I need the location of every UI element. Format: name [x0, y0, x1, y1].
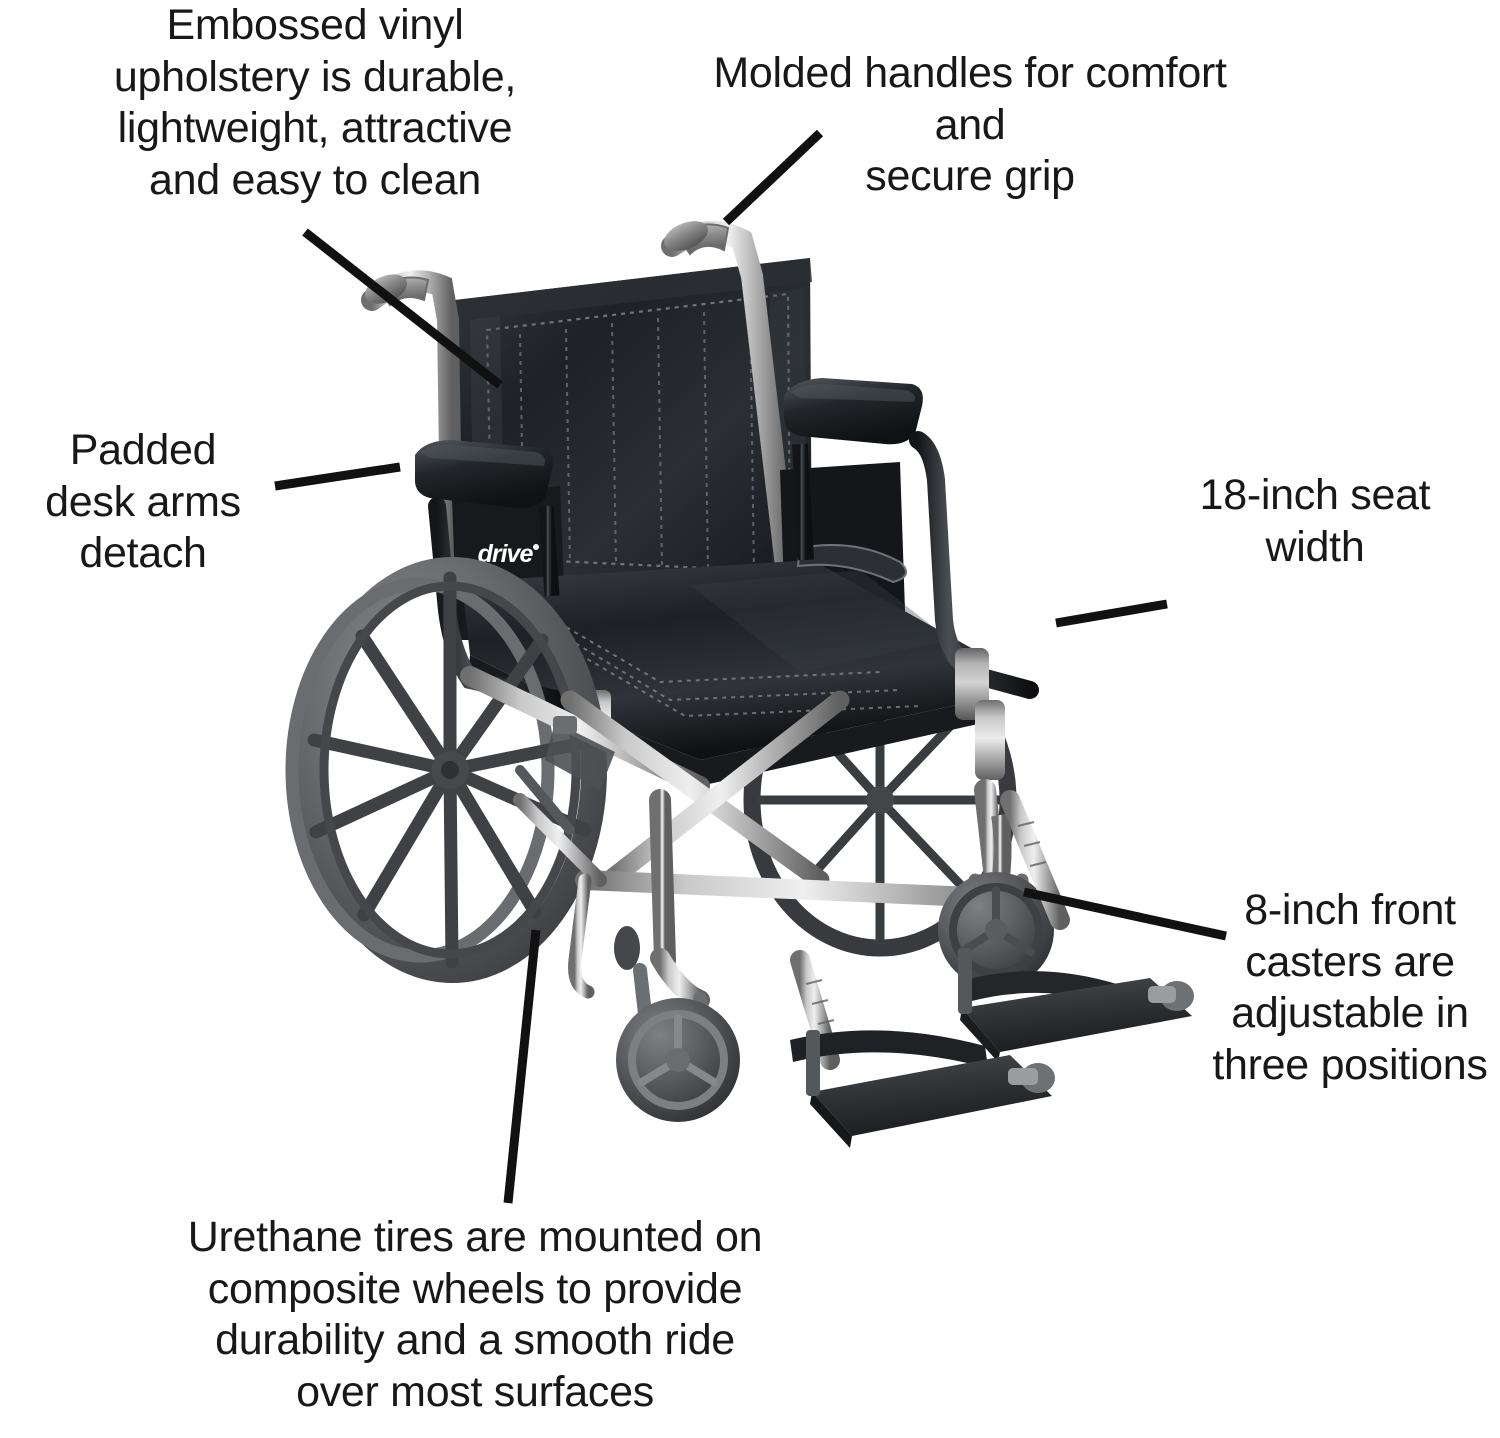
callout-urethane-tires: Urethane tires are mounted on composite … — [187, 1213, 763, 1416]
wheel-lock — [515, 716, 615, 835]
push-handle-left — [361, 270, 463, 601]
seat-back — [455, 258, 812, 600]
footrest-right — [958, 790, 1194, 1062]
leader-desk-arms — [274, 462, 401, 491]
armrest-posts — [585, 648, 1005, 780]
footrest-left — [790, 950, 1055, 1148]
callout-front-casters: 8-inch front casters are adjustable in t… — [1212, 886, 1488, 1089]
leader-lines — [274, 129, 1227, 1204]
rear-wheel-far — [743, 643, 1017, 957]
caster-right — [938, 813, 1054, 988]
side-panel-right — [780, 462, 906, 648]
leader-seat-width — [1055, 599, 1168, 628]
callout-padded-desk-arms: Padded desk arms detach — [45, 426, 241, 578]
frame-crossbrace — [460, 666, 1050, 971]
leader-upholstery — [302, 228, 503, 389]
caster-left — [616, 948, 740, 1122]
callout-upholstery: Embossed vinyl upholstery is durable, li… — [113, 1, 517, 204]
armrest-right — [784, 378, 1039, 699]
seat-cushion — [462, 560, 980, 786]
rear-wheel-near — [285, 557, 607, 983]
callout-seat-width: 18-inch seat width — [1199, 471, 1431, 571]
seat-strap — [796, 544, 908, 584]
push-handle-right — [661, 221, 801, 611]
side-panel-left: drive — [452, 486, 566, 640]
svg-text:drive: drive — [478, 540, 534, 568]
leader-casters — [1023, 887, 1227, 941]
leader-tires — [503, 929, 541, 1204]
rear-tips — [568, 873, 640, 999]
armrest-left — [414, 440, 569, 709]
callout-molded-handles: Molded handles for comfort and secure gr… — [713, 49, 1227, 201]
